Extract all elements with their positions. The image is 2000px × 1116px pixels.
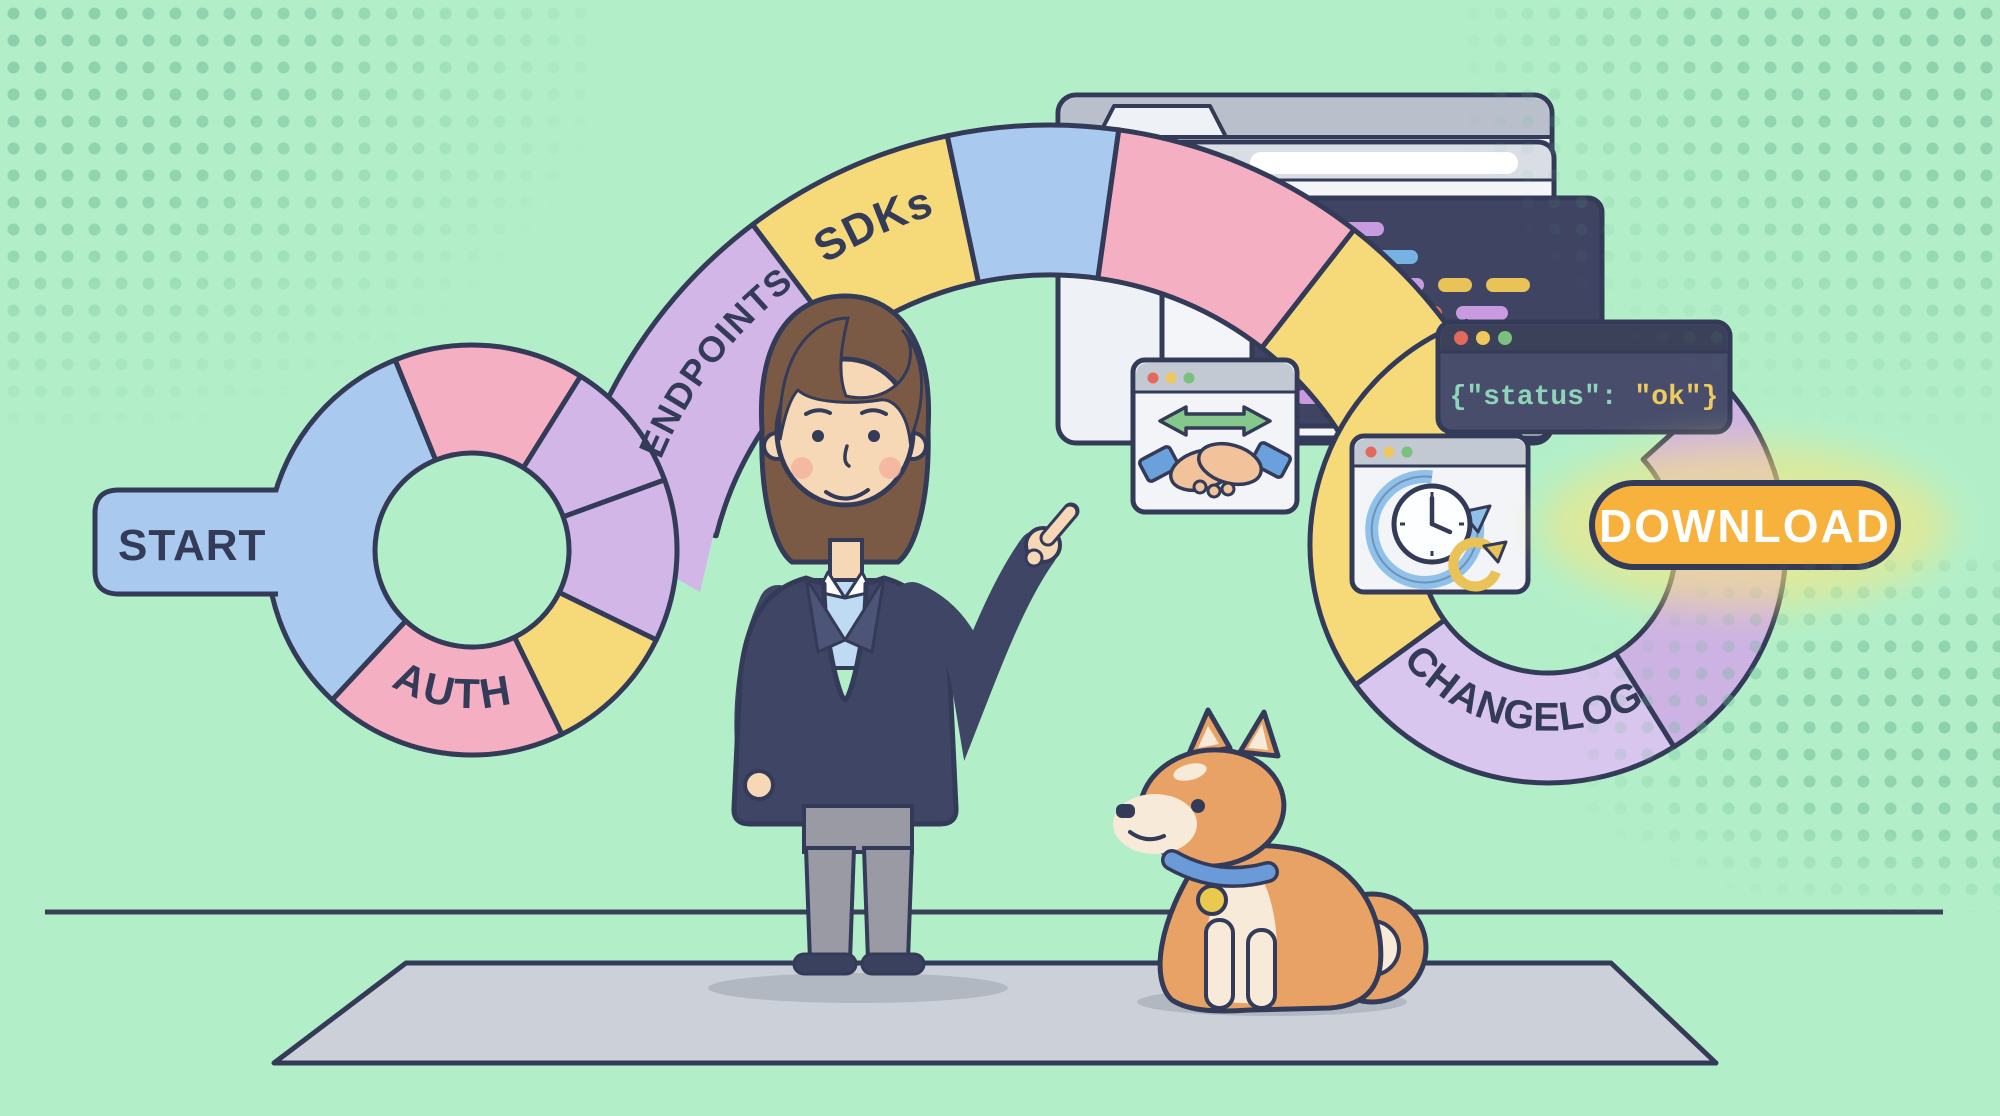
dog-muzzle <box>1113 794 1197 854</box>
left-hand <box>743 769 775 801</box>
front-leg <box>1246 928 1277 1010</box>
traffic-lights-icon <box>1147 372 1195 384</box>
pointing-arm <box>892 530 1058 761</box>
integration-card <box>1130 357 1300 515</box>
clock-history-icon <box>1365 470 1492 589</box>
shoe-right <box>860 952 926 976</box>
sync-arrows-icon <box>1158 405 1272 437</box>
pants-left <box>803 846 857 962</box>
history-card <box>1349 433 1531 595</box>
download-label: DOWNLOAD <box>1599 500 1891 552</box>
pants-right <box>861 846 915 962</box>
path-segment-pink <box>329 618 565 758</box>
collar <box>1164 852 1276 885</box>
shoe-left <box>792 952 858 976</box>
traffic-lights-icon <box>1365 446 1413 458</box>
dog-nose <box>1116 804 1135 818</box>
pants-hip <box>802 804 914 854</box>
front-leg <box>1204 918 1235 1010</box>
traffic-lights-icon <box>1454 331 1512 345</box>
path-segment-blue <box>944 122 1122 285</box>
start-tab: START <box>92 487 362 597</box>
refresh-icon <box>1448 537 1508 592</box>
collar-tag <box>1196 884 1228 916</box>
status-json-text: {"status": "ok"} <box>1450 382 1719 413</box>
url-bar[interactable] <box>1250 152 1518 174</box>
pointing-hand <box>1024 502 1080 568</box>
presenter-shadow <box>708 973 1008 1003</box>
handshake-icon <box>1138 441 1292 499</box>
download-button[interactable]: DOWNLOAD <box>1589 480 1901 570</box>
floor-mat <box>271 960 1719 1066</box>
start-label: START <box>118 521 266 570</box>
shiba-dog-illustration <box>1113 707 1429 1014</box>
presenter-illustration <box>731 293 1080 976</box>
terminal-window: {"status": "ok"} <box>1435 319 1733 435</box>
hair-bangs <box>778 316 924 446</box>
